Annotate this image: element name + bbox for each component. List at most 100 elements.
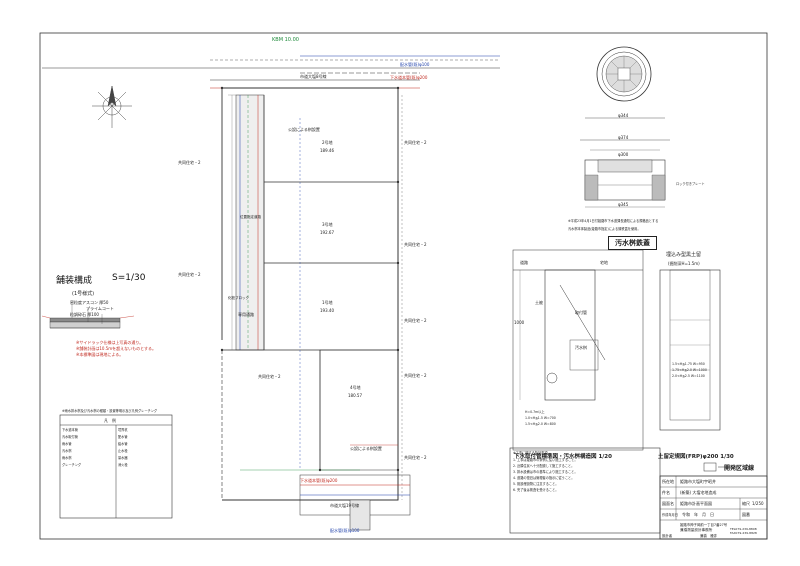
manhole-note: ※平成23年4月1日付姫路市下水道課長通知による規格品とする	[568, 219, 659, 223]
legend-item: 汚水桝	[62, 449, 72, 453]
legend-header: 凡 例	[104, 418, 116, 423]
paving-layer: 粒調砕石 厚100	[70, 312, 99, 317]
bottom-road-label: 市道大塩19号線	[330, 503, 360, 508]
water-bottom-label: 配水管(既)φ100	[330, 528, 360, 533]
scale-value: 1/250	[752, 501, 764, 506]
sewer-label: 取付管	[575, 310, 587, 315]
title-block-header: 開発区域線	[724, 465, 755, 472]
sewer-note: 1.0<H≦1.5 W=700	[525, 416, 556, 420]
date-value: 令和 年 月 日	[682, 512, 714, 517]
lot-label: 3号地	[322, 222, 333, 227]
neighbor-label: 共同住宅・2	[258, 374, 281, 379]
legend-item: 給水管	[118, 442, 128, 446]
firm-name: 兼橋測量設計事務所	[680, 528, 713, 532]
scale-label: 縮尺	[742, 501, 750, 506]
neighbor-label: 共同住宅・2	[404, 242, 427, 247]
legend-item: グレーチング	[62, 463, 82, 467]
legend-item: 量水器	[118, 456, 128, 460]
notes-line: 5. 既設埋設物に注意すること。	[513, 482, 559, 486]
manhole-note: 汚水桝本体製品(姫路市指定)による鋳鉄蓋を使用。	[568, 227, 641, 231]
sewer-top-label: 下水道本管(既)φ200	[390, 75, 428, 80]
sewer-label: 宅地	[600, 260, 608, 265]
sewer-label: 土被	[535, 300, 543, 305]
legend-item: 雨水桝	[62, 456, 72, 460]
private-road-label: 専用通路	[238, 312, 254, 317]
legend-item: 消火栓	[118, 463, 128, 467]
public-facility-label: 公設による桝設置	[350, 446, 382, 451]
manhole-dim: φ300	[618, 152, 629, 157]
notes-line: 2. 近隣住民へ十分配慮して施工すること。	[513, 464, 575, 468]
lot-area: 193.40	[320, 308, 334, 313]
sewer-detail-title: 下水取付管標準図・汚水桝構造図	[514, 454, 597, 460]
legend-item: 境界杭	[118, 428, 128, 432]
legend-item: 雨水管	[62, 442, 72, 446]
paving-layer: プライムコート	[86, 306, 114, 311]
bm-label: KBM 10.00	[272, 37, 299, 43]
legend-item: 配水管	[118, 435, 128, 439]
sewer-bottom-label: 下水道本管(既)φ200	[300, 478, 338, 483]
project-label: 件名	[662, 490, 670, 495]
stop-title: 埋込み型黒土留	[666, 252, 702, 258]
stop-footer-wrap: 土留定規図(FRP)φ200 1/30	[658, 452, 734, 460]
north-arrow-icon	[92, 85, 132, 128]
notes-title: ※工事に関する特記事項	[513, 451, 548, 455]
sewer-label: 汚水桝	[575, 345, 587, 350]
location-label: 所在地	[662, 479, 674, 484]
notes-line: 4. 道路の復旧は管理者の指示に従うこと。	[513, 476, 575, 480]
stop-row: 2.0<H≦2.5 W=1100	[672, 374, 705, 378]
manhole-section	[580, 117, 670, 208]
manhole-title: 汚水桝鉄蓋	[608, 236, 657, 250]
paving-layer: 密粒度アスコン 厚50	[70, 300, 109, 305]
designer-name: 兼橋 雅弥	[700, 534, 717, 538]
lot-label: 2号地	[322, 140, 333, 145]
sewer-label: 道路	[520, 260, 528, 265]
stop-row: 1.5<H≦1.75 W=950	[672, 362, 705, 366]
stop-footer-title: 土留定規図(FRP)φ200	[658, 454, 719, 460]
top-road-label: 市道大塩8号線	[300, 74, 327, 79]
neighbor-label: 共同住宅・2	[178, 272, 201, 277]
paving-scale: S=1/30	[112, 273, 146, 283]
lot-area: 189.46	[320, 148, 334, 153]
neighbor-label: 共同住宅・2	[404, 140, 427, 145]
paving-title: 舗装構成	[56, 276, 93, 286]
water-top-label: 配水管(既)φ100	[400, 62, 430, 67]
legend-title: ※雨水排水桝及び汚水桝の種類・設置等明示及び凡例グレーチング	[62, 409, 158, 413]
block-label: 化粧ブロック	[228, 296, 249, 300]
project-value: (新築) 大塩宅地造成	[680, 490, 717, 495]
sewer-note: H=0.7m以上	[525, 410, 545, 414]
paving-note: ※サイドラック仕様は上写真の通り。	[76, 340, 144, 345]
manhole-cover-icon	[596, 46, 652, 102]
access-road-label: 位置指定道路	[240, 215, 261, 219]
notes-line: 6. 完了後は検査を受けること。	[513, 488, 559, 492]
number-label: 図番	[742, 512, 750, 517]
office-address: 姫路市神子岡前一丁目7番27号	[680, 523, 728, 527]
stop-footer-scale: 1/30	[720, 454, 734, 460]
manhole-right-label: ロック付きプレート	[676, 182, 705, 186]
legend-item: 下水道本管	[62, 428, 78, 432]
public-facility-label: 公設による桝設置	[288, 127, 320, 132]
sewer-dim: 1000	[514, 320, 525, 325]
paving-note: ※本標準図は現地による。	[76, 352, 124, 357]
neighbor-label: 共同住宅・2	[178, 160, 201, 165]
location-value: 姫路市大塩町宇昭井	[680, 479, 716, 484]
manhole-dim: φ345	[618, 202, 629, 207]
paving-note: ※舗装計画は10.5mを超えないものとする。	[76, 346, 157, 351]
neighbor-label: 共同住宅・2	[404, 318, 427, 323]
notes-line: 1. 工事は姫路市の条例に従い施工すること。	[513, 458, 578, 462]
neighbor-label: 共同住宅・2	[404, 455, 427, 460]
sewer-note: 1.5<H≦2.0 W=800	[525, 422, 556, 426]
sewer-detail-title-wrap: 下水取付管標準図・汚水桝構造図 1/20	[514, 452, 612, 460]
notes-line: 3. 排水設備は市の基準により施工すること。	[513, 470, 578, 474]
lot-area: 192.67	[320, 230, 334, 235]
manhole-dim: φ374	[618, 135, 629, 140]
lot-label: 1号地	[322, 300, 333, 305]
drawing-value: 姫路市計画平面図	[680, 501, 712, 506]
manhole-dim: φ344	[618, 113, 629, 118]
legend-item: 止水栓	[118, 449, 128, 453]
sewer-detail-scale: 1/20	[598, 454, 612, 460]
neighbor-label: 共同住宅・2	[404, 373, 427, 378]
fax: FAX079-239-8828	[730, 531, 757, 535]
stop-row: 1.75<H≦2.0 W=1000	[672, 368, 707, 372]
